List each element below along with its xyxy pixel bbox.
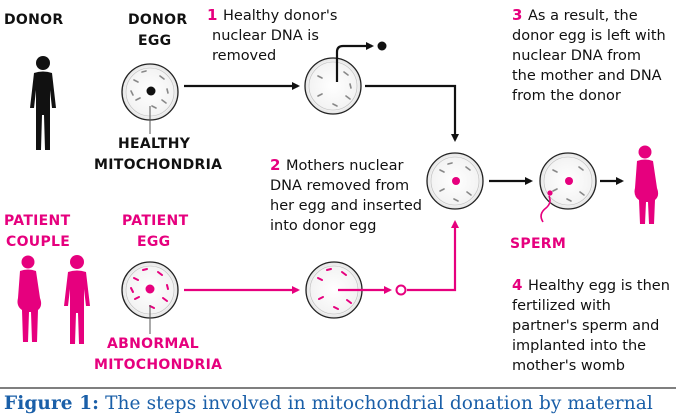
- healthy-label-line1: HEALTHY: [118, 136, 191, 152]
- donor-figure-icon: [30, 56, 56, 150]
- step3-line5: from the donor: [512, 88, 621, 104]
- figure-caption: Figure 1: The steps involved in mitochon…: [4, 393, 674, 417]
- donor-egg-label-line1: DONOR: [128, 12, 187, 28]
- step4-line1: Healthy egg is then: [528, 278, 670, 294]
- nucleus-extraction-arrow: [335, 42, 374, 82]
- step4-line3: partner's sperm and: [512, 318, 659, 334]
- step1-number: 1: [207, 6, 217, 24]
- step3-line2: donor egg is left with: [512, 28, 666, 44]
- sperm-label: SPERM: [510, 236, 566, 252]
- step3-number: 3: [512, 6, 522, 24]
- donor-egg: [121, 63, 179, 121]
- step2-line4: into donor egg: [270, 218, 376, 234]
- step2-line3: her egg and inserted: [270, 198, 422, 214]
- arrow-enucleated-to-reconstructed: [365, 84, 459, 142]
- step3-line4: the mother and DNA: [512, 68, 662, 84]
- step4-line2: fertilized with: [512, 298, 611, 314]
- sperm-icon: [540, 190, 553, 223]
- reconstructed-egg: [426, 152, 484, 210]
- extracted-maternal-nucleus: [395, 284, 407, 296]
- donor-egg-label-line2: EGG: [138, 33, 171, 49]
- abnormal-label-line1: ABNORMAL: [107, 336, 199, 352]
- fertilized-egg: [539, 152, 597, 210]
- step1-line2: nuclear DNA is: [212, 28, 319, 44]
- figure-caption-prefix: Figure 1:: [4, 393, 100, 414]
- figure-caption-text: The steps involved in mitochondrial dona…: [99, 393, 653, 414]
- maternal-nucleus: [452, 177, 460, 185]
- step4-line5: mother's womb: [512, 358, 625, 374]
- patient-egg-label-line2: EGG: [137, 234, 170, 250]
- patient-couple-icon: [17, 255, 90, 344]
- patient-nucleus: [145, 284, 155, 294]
- arrow-nucleus-to-reconstructed: [407, 220, 459, 292]
- step3-line3: nuclear DNA from: [512, 48, 641, 64]
- step2-number: 2: [270, 156, 280, 174]
- donor-nucleus: [146, 86, 156, 96]
- patient-egg-label-line1: PATIENT: [122, 213, 189, 229]
- patient-label-line1: PATIENT: [4, 213, 71, 229]
- step2-line1: Mothers nuclear: [286, 158, 403, 174]
- step1-line3: removed: [212, 48, 276, 64]
- step4-line4: implanted into the: [512, 338, 646, 354]
- mother-figure-icon: [634, 145, 659, 224]
- removed-donor-nucleus: [377, 41, 387, 51]
- step2-line2: DNA removed from: [270, 178, 409, 194]
- step4-number: 4: [512, 276, 522, 294]
- step1-line1: Healthy donor's: [223, 8, 337, 24]
- healthy-label-line2: MITOCHONDRIA: [94, 157, 222, 173]
- step3-line1: As a result, the: [528, 8, 638, 24]
- donor-label: DONOR: [4, 12, 63, 28]
- patient-label-line2: COUPLE: [6, 234, 70, 250]
- enucleated-donor-egg: [304, 57, 362, 115]
- abnormal-label-line2: MITOCHONDRIA: [94, 357, 222, 373]
